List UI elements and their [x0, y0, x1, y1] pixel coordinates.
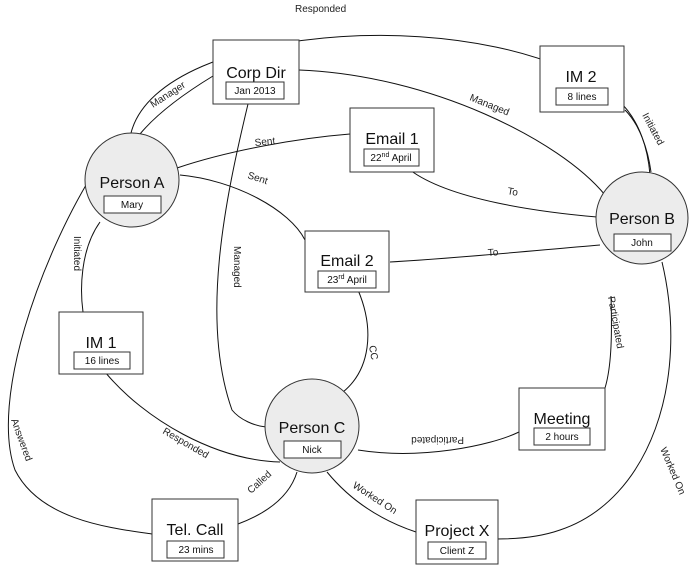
edge-participated-c	[357, 431, 520, 454]
edge-label-managed-corp-b: Managed	[468, 93, 511, 119]
node-meeting[interactable]: Meeting 2 hours	[518, 387, 606, 451]
node-email1-title: Email 1	[365, 131, 418, 148]
node-meeting-sub: 2 hours	[545, 432, 578, 443]
node-tel-call-sub: 23 mins	[178, 545, 213, 556]
edge-label-participated-b: Participated	[605, 296, 625, 350]
edge-label-initiated-im1: Initiated	[71, 236, 82, 271]
edge-cc	[342, 289, 369, 393]
edge-initiated-im2	[624, 109, 652, 173]
node-project-x-title: Project X	[425, 523, 490, 540]
node-corp-dir-title: Corp Dir	[226, 65, 286, 82]
node-email1[interactable]: Email 1 22nd April	[349, 107, 435, 173]
edge-worked-on-b	[496, 261, 672, 540]
node-email2-title: Email 2	[320, 253, 373, 270]
edge-label-initiated-im2: Initiated	[639, 111, 665, 147]
edge-managed-corp-b	[298, 69, 606, 196]
edge-to-email2	[389, 244, 601, 263]
edge-manager	[139, 75, 214, 135]
node-person-a-sub: Mary	[121, 200, 143, 211]
node-tel-call-title: Tel. Call	[167, 522, 224, 539]
edge-participated-b	[604, 295, 612, 389]
edge-label-sent-email2: Sent	[246, 170, 269, 187]
node-person-a[interactable]: Person A Mary	[84, 132, 180, 228]
node-im1-sub: 16 lines	[85, 356, 119, 367]
node-person-b-sub: John	[631, 238, 653, 249]
node-im2[interactable]: IM 2 8 lines	[539, 45, 625, 113]
node-person-c[interactable]: Person C Nick	[264, 378, 360, 474]
edge-to-email1	[409, 169, 598, 218]
edge-sent-email2	[179, 174, 306, 241]
node-email2-sub: 23rd April	[327, 274, 367, 286]
node-email1-sub: 22nd April	[370, 152, 411, 164]
edge-worked-on-c	[326, 471, 417, 533]
node-meeting-title: Meeting	[534, 411, 591, 428]
node-corp-dir[interactable]: Corp Dir Jan 2013	[212, 39, 300, 105]
node-person-b[interactable]: Person B John	[595, 171, 689, 265]
node-project-x[interactable]: Project X Client Z	[415, 499, 499, 565]
edge-label-participated-c: Participated	[411, 434, 464, 445]
node-person-c-title: Person C	[279, 420, 346, 437]
edge-managed-corp-c	[216, 103, 267, 428]
edge-label-called: Called	[246, 469, 274, 496]
edge-label-worked-on-c: Worked On	[350, 480, 398, 517]
node-tel-call[interactable]: Tel. Call 23 mins	[151, 498, 239, 562]
node-person-c-sub: Nick	[302, 445, 322, 456]
edge-answered	[7, 174, 153, 535]
node-im2-title: IM 2	[565, 69, 596, 86]
node-person-b-title: Person B	[609, 211, 675, 228]
node-im2-sub: 8 lines	[568, 92, 597, 103]
node-corp-dir-sub: Jan 2013	[234, 86, 276, 97]
node-email2[interactable]: Email 2 23rd April	[304, 230, 390, 293]
edge-label-cc: CC	[366, 345, 379, 361]
edge-called	[237, 471, 298, 525]
edge-label-responded-top: Responded	[295, 4, 346, 15]
edge-sent-email1	[176, 133, 351, 169]
edge-label-to-email1: To	[506, 186, 519, 199]
edge-label-worked-on-b: Worked On	[657, 446, 687, 497]
edge-label-sent-email1: Sent	[254, 136, 276, 149]
edge-label-answered: Answered	[8, 417, 34, 463]
edge-label-managed-corp-c: Managed	[231, 246, 242, 288]
edges	[7, 34, 672, 540]
node-im1-title: IM 1	[85, 335, 116, 352]
edge-initiated-im1	[81, 221, 101, 313]
edge-responded-im1	[104, 371, 281, 463]
node-im1[interactable]: IM 1 16 lines	[58, 311, 144, 375]
node-project-x-sub: Client Z	[440, 546, 474, 557]
node-person-a-title: Person A	[100, 175, 165, 192]
edge-label-to-email2: To	[487, 247, 499, 259]
